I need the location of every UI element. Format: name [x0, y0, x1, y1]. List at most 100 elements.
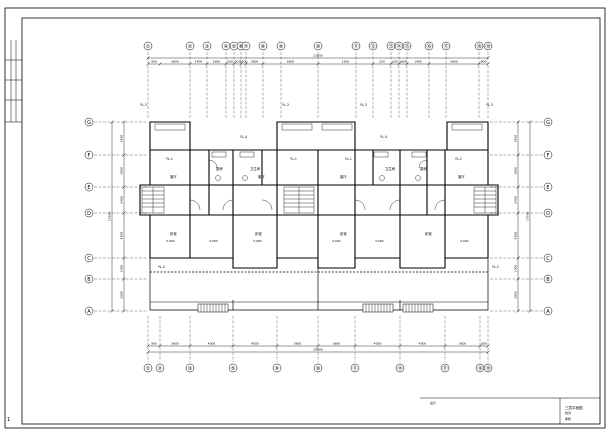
top-dim-tick: [397, 62, 401, 66]
top-dim-tick: [389, 62, 393, 66]
left-axis-bubble: [84, 150, 94, 160]
right-dim-tick: [516, 153, 520, 157]
left-total-tick: [110, 120, 114, 124]
right-total-tick: [528, 309, 532, 313]
room-label: 卧室: [170, 231, 177, 236]
top-dim-tick: [427, 62, 431, 66]
top-axis-label: ②: [188, 44, 193, 50]
right-axis-label: D: [546, 211, 550, 217]
fixtures: [154, 123, 483, 181]
top-axis-label: ④: [224, 44, 229, 50]
top-axis-label: ⑮: [404, 43, 409, 50]
room-label: 卧室: [340, 231, 347, 236]
building-walls: [139, 121, 499, 269]
left-dim-label: 4200: [120, 232, 124, 240]
title-block: [420, 397, 600, 424]
right-axis-label: F: [547, 153, 550, 159]
room-label: 卧室: [425, 231, 432, 236]
room-label: 卫生间: [385, 166, 396, 171]
temperature-label: 3,000: [332, 239, 341, 243]
top-dim-tick: [316, 62, 320, 66]
top-dim-label: 900: [481, 60, 487, 64]
radiator-group: [197, 303, 434, 313]
top-dim-tick: [232, 62, 236, 66]
top-dim-label: 1400: [195, 60, 203, 64]
left-axis-label: B: [87, 277, 91, 283]
bottom-axis-label: ③: [188, 366, 192, 372]
left-dim-tick: [122, 120, 126, 124]
title-block-design: 设计: [430, 400, 436, 405]
right-axis-label: G: [546, 120, 550, 126]
top-axis-label: ③: [205, 44, 209, 50]
left-axis-bubble: [84, 306, 94, 316]
left-dim-tick: [122, 211, 126, 215]
room-label: 客厅: [458, 174, 465, 179]
left-dim-label: 2400: [120, 135, 124, 143]
door-swings: [189, 159, 446, 211]
room-label: 卧室: [255, 231, 262, 236]
top-axis-label: ⑩: [316, 44, 321, 50]
top-overall-label: 21600: [313, 54, 323, 58]
right-axis-bubble: [543, 182, 553, 192]
right-axis-bubble: [543, 150, 553, 160]
right-axis-label: C: [546, 256, 550, 262]
bottom-dim-label: 4000: [208, 342, 216, 346]
room-label: 客厅: [170, 174, 177, 179]
top-axis-bubble: [313, 41, 323, 51]
top-dim-label: 1500: [342, 60, 350, 64]
left-dim-tick: [122, 309, 126, 313]
top-dim-label: 3600: [287, 60, 295, 64]
top-dim-label: 200: [227, 60, 233, 64]
bottom-dim-label: 900: [151, 342, 157, 346]
top-dim-tick: [244, 62, 248, 66]
bottom-axis-bubble: [185, 363, 195, 373]
top-dim-tick: [205, 62, 209, 66]
top-axis-label: ⑧: [261, 44, 266, 50]
top-dim-tick: [405, 62, 409, 66]
riser-tag: YL-3: [282, 103, 289, 107]
left-axis-label: D: [87, 211, 91, 217]
bottom-dim-tick: [231, 344, 235, 348]
top-dim-tick: [224, 62, 228, 66]
top-axis-bubble: [368, 41, 378, 51]
top-dim-label: 1500: [240, 60, 248, 64]
bottom-dim-tick: [398, 344, 402, 348]
right-dim-label: 3000: [514, 291, 518, 299]
right-total-tick: [528, 120, 532, 124]
top-axis-label: ⑬: [388, 43, 393, 50]
bottom-dim-tick: [275, 344, 279, 348]
staircase-right: [473, 186, 497, 214]
title-block-review: 审核: [565, 416, 571, 421]
bottom-axis-bubble: [483, 363, 493, 373]
top-dim-tick: [239, 62, 243, 66]
bottom-axis-label: ⑤: [231, 366, 235, 372]
bottom-axis-bubble: [313, 363, 323, 373]
bottom-overall-label: 29600: [313, 348, 323, 352]
left-dim-tick: [122, 185, 126, 189]
riser-tag: YL-4: [380, 135, 387, 139]
top-axis-bubble: [402, 41, 412, 51]
top-axis-label: ⑫: [370, 43, 375, 50]
top-axis-bubble: [258, 41, 268, 51]
bottom-dim-tick: [146, 344, 150, 348]
top-dim-tick: [486, 62, 490, 66]
right-axis-bubble: [543, 208, 553, 218]
bottom-dim-label: 3600: [459, 342, 467, 346]
top-axis-label: ⑰: [443, 43, 448, 50]
left-axis-bubble: [84, 274, 94, 284]
bottom-dim-tick: [316, 344, 320, 348]
right-axis-label: A: [546, 309, 550, 315]
top-dim-label: 1800: [399, 60, 407, 64]
page-number: 1: [7, 417, 10, 423]
bottom-dim-label: 3600: [294, 342, 302, 346]
bottom-overall-tick: [486, 350, 490, 354]
left-dim-label: 2400: [120, 196, 124, 204]
bottom-axis-bubble: [440, 363, 450, 373]
top-dim-tick: [158, 62, 162, 66]
top-axis-label: ⑤: [232, 44, 236, 50]
right-dim-label: 4200: [514, 232, 518, 240]
bottom-dim-tick: [486, 344, 490, 348]
staircase-center: [283, 186, 315, 214]
